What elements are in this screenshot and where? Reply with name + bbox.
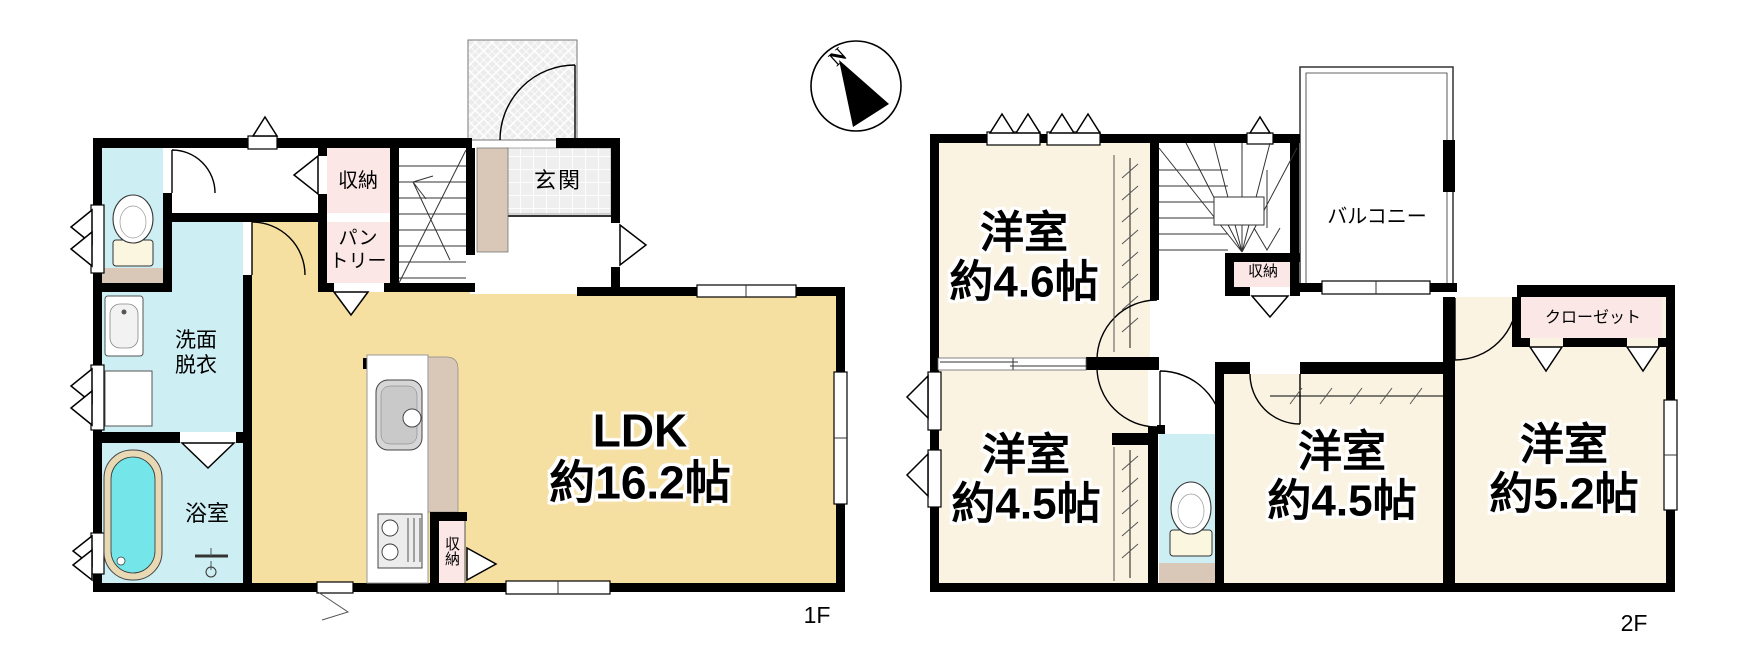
bedroom-s-label-size: 約4.5帖	[1267, 477, 1417, 526]
toilet-floor-strip-1f	[102, 268, 163, 283]
bedroom-se-label-name: 洋室	[1519, 420, 1608, 470]
kitchen-storage-room	[439, 521, 465, 583]
ldk-label-size: 約16.2帖	[549, 456, 731, 508]
kitchen-faucet	[402, 408, 422, 428]
bedroom-sw-label: 洋室 約4.5帖	[951, 431, 1100, 530]
pantry-room	[327, 222, 390, 283]
closet-rod-nw	[1113, 155, 1139, 352]
bedroom-se-room	[1455, 297, 1666, 583]
stairs-1f	[398, 149, 467, 284]
closet-rod-s	[1270, 387, 1443, 405]
entrance-step	[476, 147, 509, 253]
stairs-2f	[1158, 142, 1298, 253]
kitchen-counter	[366, 354, 498, 584]
washroom-label-line2: 脱衣	[175, 354, 217, 377]
bedroom-nw-label-size: 約4.6帖	[949, 258, 1099, 307]
pantry-label-line1: パン	[338, 228, 378, 250]
bedroom-nw-room	[939, 143, 1150, 358]
floor2-plan	[905, 66, 1678, 592]
bathroom-label: 浴室	[184, 500, 230, 526]
floor1-walls	[93, 138, 845, 592]
floor2-windows	[927, 131, 1678, 511]
stairs-storage-label: 収納	[1247, 263, 1279, 280]
bedroom-s-label-name: 洋室	[1297, 427, 1386, 477]
closet-label: クローゼット	[1544, 309, 1642, 327]
closet-rod-sw	[1113, 447, 1139, 581]
bedroom-sw-room	[939, 370, 1148, 583]
bedroom-nw-label: 洋室 約4.6帖	[949, 209, 1098, 308]
compass-icon	[810, 40, 902, 132]
entrance-porch	[467, 39, 578, 141]
floor2-doors	[1096, 297, 1518, 435]
floor2-triangles	[905, 112, 1661, 498]
floor1-label: 1F	[803, 602, 831, 629]
ldk-label-name: LDK	[592, 404, 688, 457]
bedroom-sw-label-size: 約4.5帖	[951, 480, 1101, 529]
washer-space	[104, 370, 153, 427]
washroom-label: 洗面 脱衣	[175, 328, 217, 378]
toilet-fixture-1f	[112, 194, 154, 267]
toilet-fixture-2f	[1169, 481, 1213, 557]
ldk-label: LDK 約16.2帖	[549, 405, 731, 508]
floor1-doors	[171, 64, 576, 276]
floor1-plan	[69, 39, 848, 621]
floor2-label: 2F	[1620, 610, 1648, 637]
bedroom-sw-label-name: 洋室	[981, 430, 1070, 480]
pantry-label-line2: トリー	[329, 251, 387, 272]
hall-storage-label-1f: 収納	[338, 170, 378, 192]
entrance-label: 玄関	[533, 167, 583, 193]
bedroom-se-label-size: 約5.2帖	[1489, 470, 1639, 519]
sliding-door	[937, 357, 1087, 371]
bedroom-se-label: 洋室 約5.2帖	[1489, 421, 1638, 520]
stairs-storage-room	[1234, 262, 1297, 287]
kitchen-storage-label: 収納	[443, 536, 460, 566]
floor1-triangles	[69, 115, 648, 621]
closet-room	[1521, 297, 1662, 338]
balcony-label: バルコニー	[1327, 206, 1427, 228]
washroom-label-line1: 洗面	[175, 328, 217, 352]
balcony-area	[1299, 66, 1454, 291]
hall-storage-room	[327, 148, 390, 213]
pantry-label: パン トリー	[329, 228, 386, 274]
bathtub-fixture	[103, 449, 163, 581]
vanity-fixture	[104, 295, 144, 357]
bedroom-nw-label-name: 洋室	[979, 208, 1068, 258]
shower-fixture	[195, 548, 228, 578]
bedroom-s-label: 洋室 約4.5帖	[1267, 428, 1416, 527]
toilet-floor-strip-2f	[1159, 563, 1215, 583]
bedroom-s-room	[1224, 374, 1443, 583]
compass-needle	[839, 60, 889, 127]
floor1-windows	[90, 135, 848, 595]
